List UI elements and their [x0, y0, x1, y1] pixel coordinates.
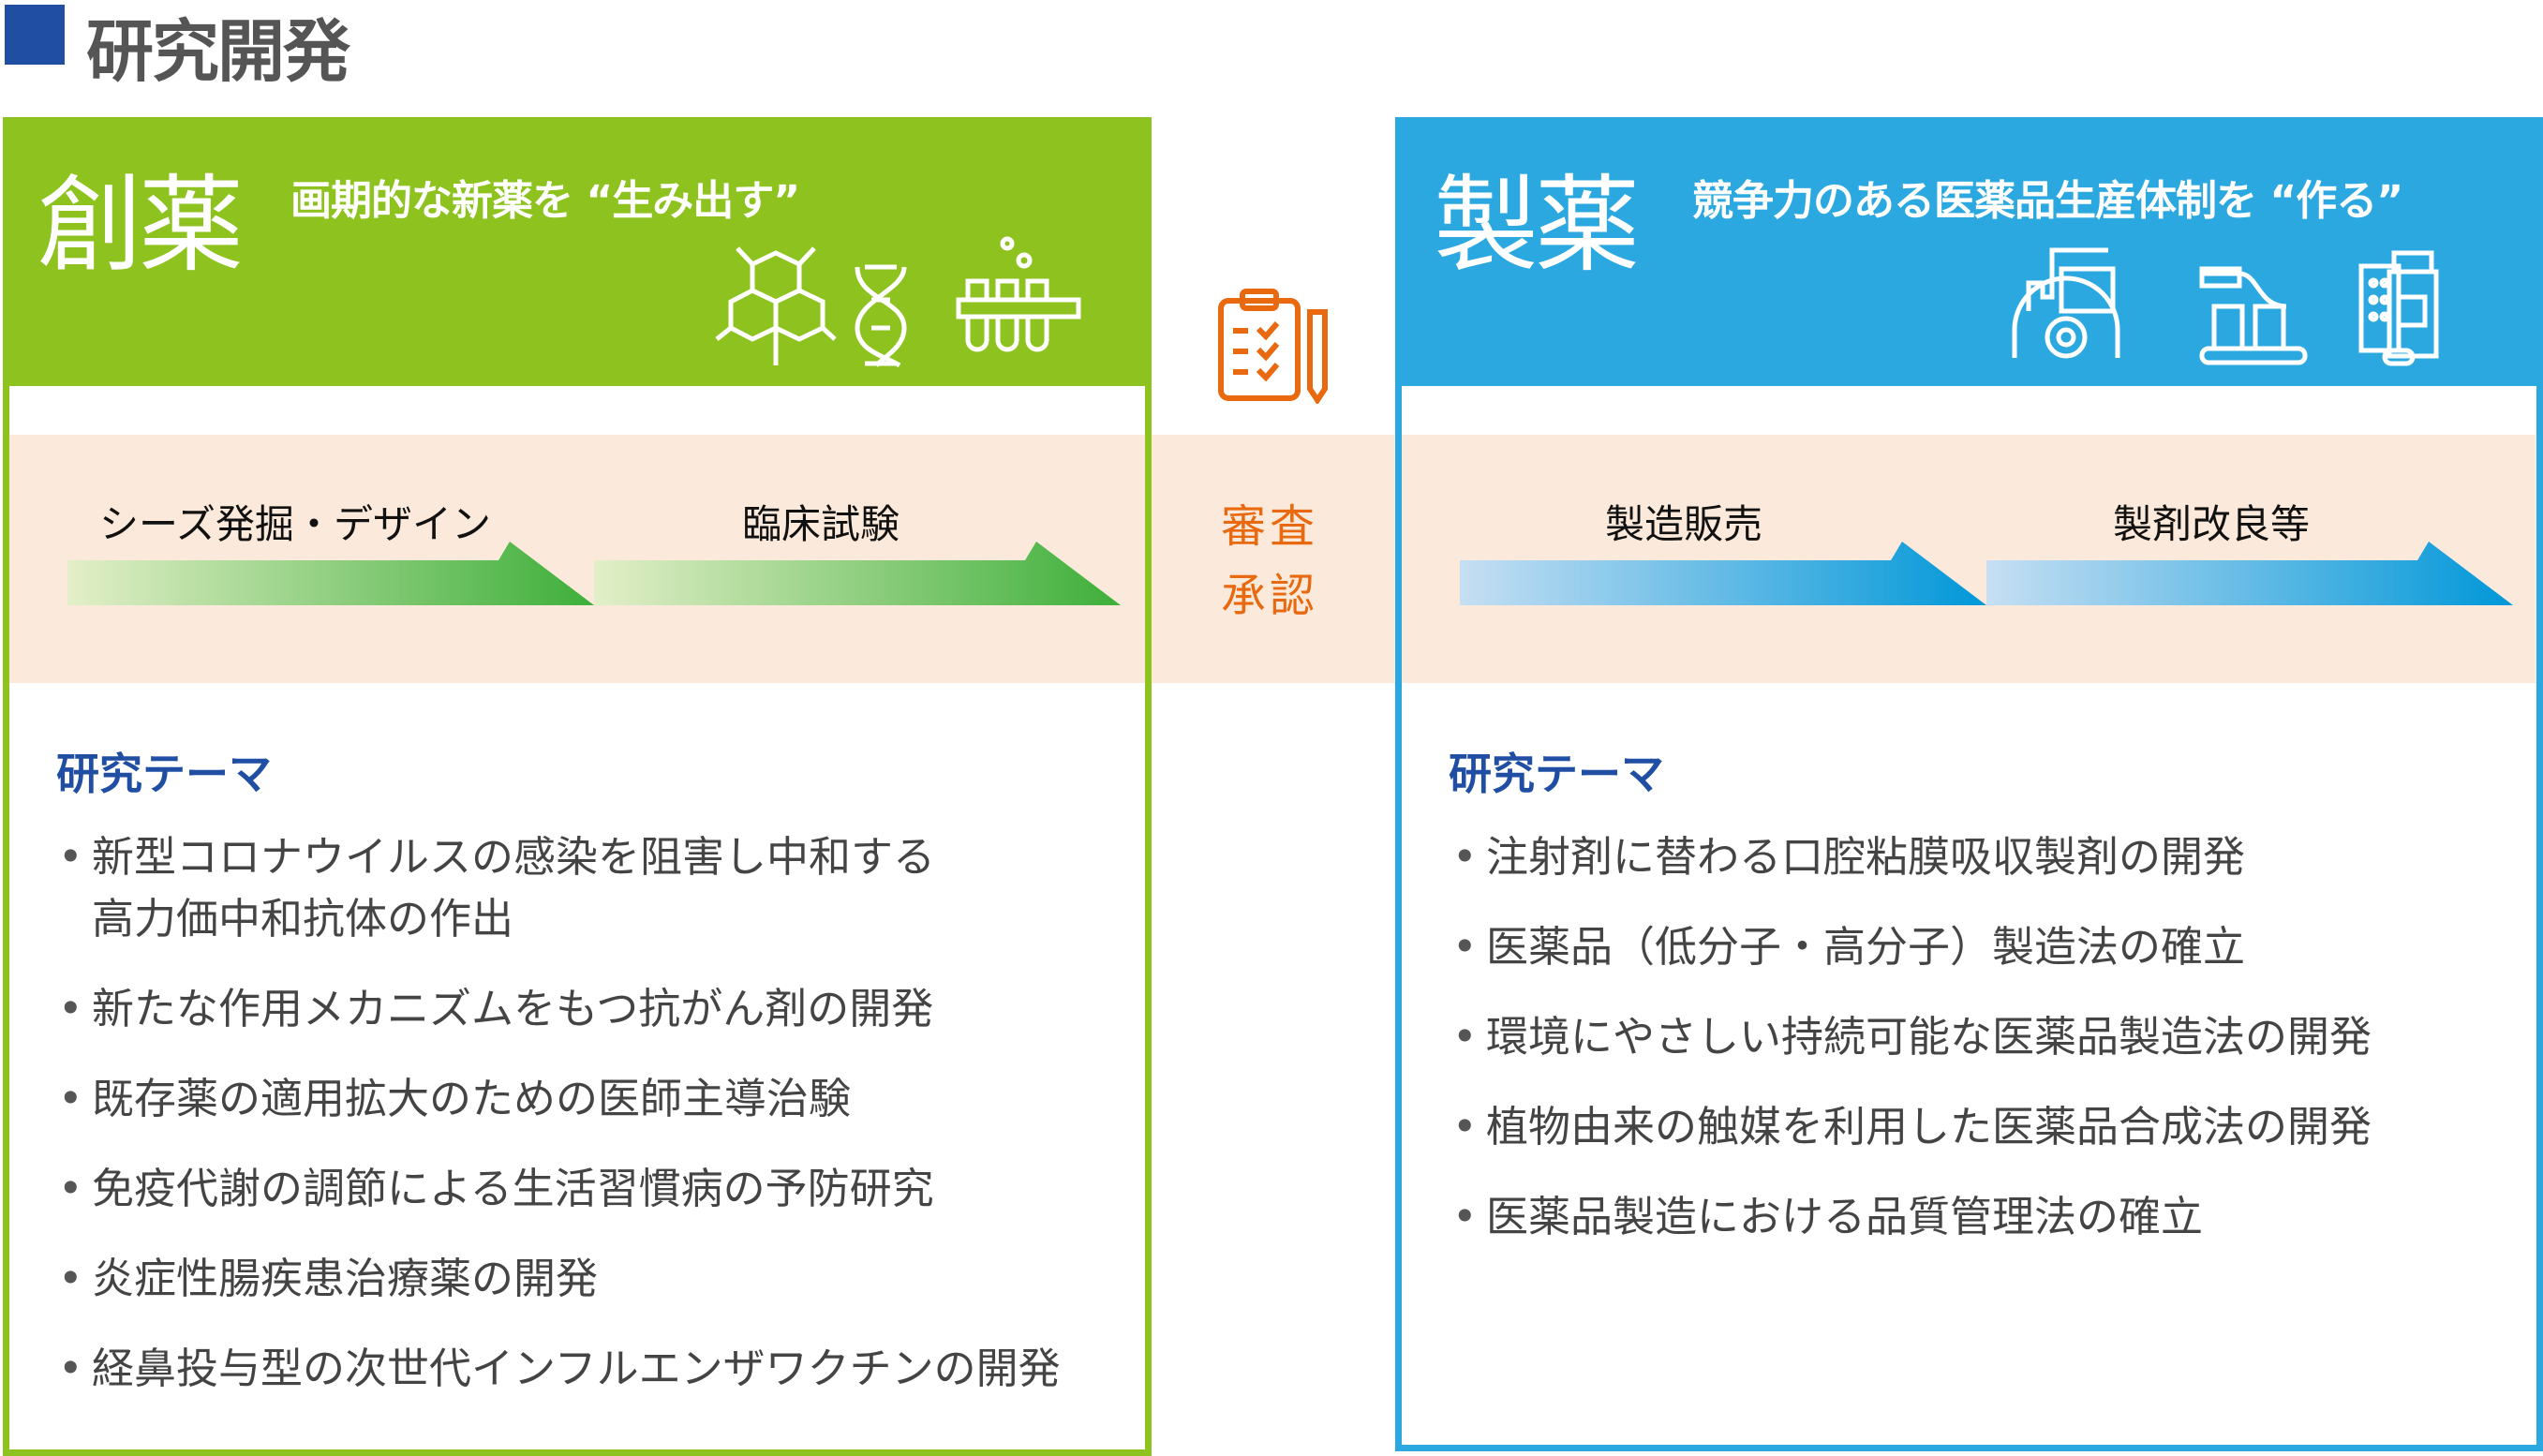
- bottling-line-icon: [2199, 266, 2308, 365]
- list-item: 経鼻投与型の次世代インフルエンザワクチンの開発: [58, 1338, 1061, 1400]
- list-item: 植物由来の触媒を利用した医薬品合成法の開発: [1452, 1096, 2372, 1158]
- pills-bottle-icon: [2358, 250, 2439, 366]
- manufacturing-subtitle: 競争力のある医薬品生産体制を “作る”: [1692, 177, 2403, 225]
- list-item: 既存薬の適用拡大のための医師主導治験: [58, 1068, 1061, 1130]
- manufacturing-arrows: [1460, 542, 2513, 605]
- molecule-dna-labware-icons: [715, 236, 1081, 368]
- arrow-seeds-design: [67, 542, 594, 605]
- list-item: 環境にやさしい持続可能な医薬品製造法の開発: [1452, 1006, 2372, 1068]
- list-item: 炎症性腸疾患治療薬の開発: [58, 1248, 1061, 1310]
- clipboard-checklist-icon: [1218, 289, 1328, 404]
- test-tube-rack-icon: [956, 236, 1081, 352]
- arrow-formulation-improvement: [1986, 542, 2513, 605]
- left-theme-heading: 研究テーマ: [56, 749, 272, 799]
- arrow-clinical-trial: [594, 542, 1121, 605]
- drug-discovery-title: 創薬: [37, 165, 244, 287]
- list-item: 医薬品製造における品質管理法の確立: [1452, 1186, 2372, 1248]
- stage-clinical-trial: 臨床試験: [741, 501, 900, 547]
- manufacturing-icons: [2012, 247, 2439, 366]
- stage-seeds-design: シーズ発掘・デザイン: [99, 501, 491, 547]
- dna-icon: [855, 264, 907, 368]
- molecule-icon: [715, 246, 837, 365]
- list-item: 注射剤に替わる口腔粘膜吸収製剤の開発: [1452, 826, 2372, 888]
- list-item: 新たな作用メカニズムをもつ抗がん剤の開発: [58, 978, 1061, 1040]
- right-theme-list: 注射剤に替わる口腔粘膜吸収製剤の開発 医薬品（低分子・高分子）製造法の確立 環境…: [1452, 826, 2372, 1248]
- arrow-manufacturing-sales: [1460, 542, 1986, 605]
- right-theme-heading: 研究テーマ: [1449, 749, 1664, 799]
- discovery-arrows: [67, 542, 1121, 605]
- stage-formulation-improvement: 製剤改良等: [2112, 501, 2311, 547]
- manufacturing-title: 製薬: [1434, 165, 1640, 287]
- stage-manufacturing-sales: 製造販売: [1604, 501, 1763, 547]
- approval-label: 承認: [1220, 570, 1319, 622]
- list-item: 免疫代謝の調節による生活習慣病の予防研究: [58, 1158, 1061, 1220]
- drug-discovery-header: [3, 117, 1152, 386]
- manufacturing-header: [1395, 117, 2543, 386]
- machine-icon: [2012, 247, 2120, 359]
- process-band: [5, 435, 2539, 683]
- review-label: 審査: [1220, 500, 1319, 553]
- drug-discovery-subtitle: 画期的な新薬を “生み出す”: [290, 177, 800, 225]
- title-marker: [5, 5, 65, 65]
- page-title: 研究開発: [86, 12, 350, 91]
- list-item: 医薬品（低分子・高分子）製造法の確立: [1452, 916, 2372, 978]
